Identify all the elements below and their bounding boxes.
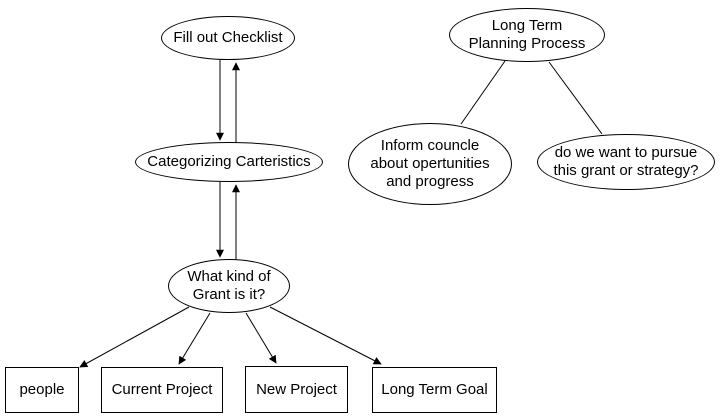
edge-whatkind-to-long-term-goal bbox=[269, 306, 382, 365]
node-current-project: Current Project bbox=[101, 367, 223, 413]
node-long-term-planning-process: Long Term Planning Process bbox=[449, 8, 605, 62]
node-label: New Project bbox=[256, 380, 337, 398]
node-label: What kind of Grant is it? bbox=[187, 268, 271, 303]
node-label: Current Project bbox=[111, 381, 213, 398]
edge-whatkind-to-people bbox=[79, 306, 190, 368]
node-fill-out-checklist: Fill out Checklist bbox=[161, 16, 295, 60]
node-new-project: New Project bbox=[245, 366, 348, 413]
node-pursue-grant-or-strategy: do we want to pursue this grant or strat… bbox=[537, 134, 715, 190]
edge-whatkind-to-current-project bbox=[178, 312, 211, 365]
node-label: people bbox=[19, 381, 65, 398]
node-label: Long Term Goal bbox=[381, 381, 488, 398]
node-long-term-goal: Long Term Goal bbox=[372, 367, 497, 413]
node-what-kind-of-grant: What kind of Grant is it? bbox=[168, 259, 290, 313]
edge-planning-to-inform bbox=[460, 60, 506, 125]
node-inform-councle: Inform councle about opertunities and pr… bbox=[348, 123, 512, 205]
edge-planning-to-pursue bbox=[548, 61, 603, 135]
node-people: people bbox=[5, 367, 79, 413]
node-label: Categorizing Carteristics bbox=[147, 153, 311, 170]
edge-whatkind-to-new-project bbox=[245, 312, 277, 364]
node-label: Long Term Planning Process bbox=[468, 17, 586, 52]
node-label: Fill out Checklist bbox=[173, 29, 283, 46]
node-label: Inform councle about opertunities and pr… bbox=[370, 137, 490, 190]
node-label: do we want to pursue this grant or strat… bbox=[553, 144, 699, 179]
node-categorizing-carteristics: Categorizing Carteristics bbox=[135, 142, 323, 182]
